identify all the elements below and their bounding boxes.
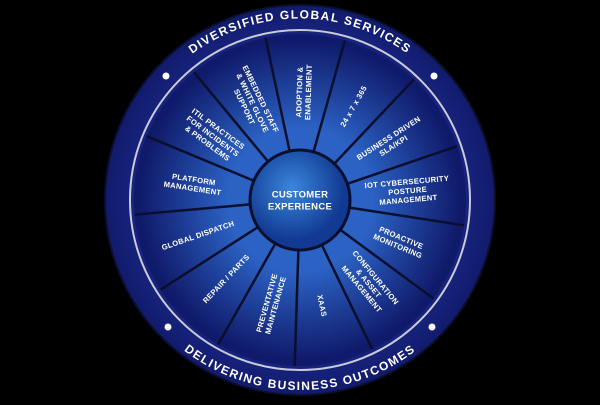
segment-divider	[134, 203, 251, 216]
segment-divider	[193, 71, 270, 163]
hub-label-line: CUSTOMER	[272, 190, 329, 201]
segment-dividers	[134, 37, 465, 366]
segment-1: ADOPTION &ENABLEMENT	[294, 64, 314, 120]
rim-dot-left	[162, 72, 170, 80]
segment-divider	[312, 39, 347, 153]
segment-divider	[264, 37, 291, 152]
segment-label: ADOPTION &ENABLEMENT	[294, 64, 314, 120]
segment-divider	[146, 135, 255, 182]
rim-dot-right	[430, 72, 438, 80]
segment-divider	[339, 228, 435, 300]
segment-divider	[320, 244, 374, 350]
hub-circle	[248, 148, 352, 252]
outer-ring-inner-rim	[129, 29, 471, 371]
segment-divider	[349, 206, 465, 227]
segment-label-line: POSTURE	[388, 185, 427, 197]
segment-divider	[346, 144, 458, 185]
hub-label-line: EXPERIENCE	[268, 202, 332, 213]
segment-label-line: ADOPTION &	[294, 66, 305, 117]
segment-divider	[159, 226, 259, 291]
rim-dot-bottom-right	[428, 323, 436, 331]
segment-divider	[293, 249, 300, 366]
segment-label-line: ENABLEMENT	[303, 64, 314, 120]
segment-divider	[217, 242, 277, 346]
segment-divider	[333, 78, 415, 165]
rim-dot-bottom-left	[164, 323, 172, 331]
